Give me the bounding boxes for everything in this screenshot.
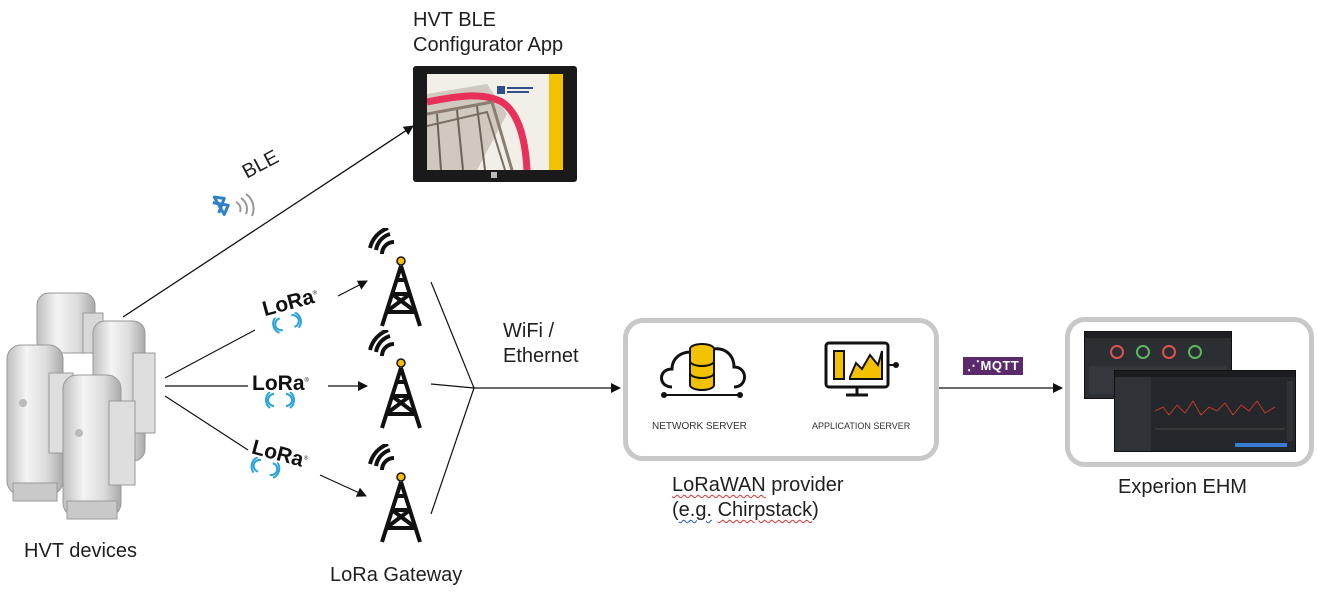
mqtt-wave-icon: ⋰ — [967, 358, 981, 373]
provider-word-chirpstack: Chirpstack — [717, 499, 813, 521]
lorawan-provider-caption: LoRaWAN provider (e.g. Chirpstack) — [672, 473, 844, 523]
experion-ehm-label: Experion EHM — [1118, 476, 1247, 498]
provider-paren-open: ( — [672, 499, 679, 521]
provider-paren-close: ) — [812, 499, 819, 521]
provider-line1: LoRaWAN provider — [672, 473, 844, 498]
lora-badge-text: LoRa — [252, 372, 305, 395]
network-server-label: NETWORK SERVER — [652, 421, 747, 432]
provider-word-lorawan: LoRaWAN — [672, 474, 766, 496]
lora-wave-icon — [265, 392, 295, 409]
pipeline-photo — [427, 74, 563, 170]
dashboard-trend — [1115, 371, 1295, 451]
provider-line2: (e.g. Chirpstack) — [672, 498, 844, 523]
ethernet-label: Ethernet — [503, 345, 579, 367]
provider-word-provider: provider — [765, 474, 844, 496]
tablet-home-button — [491, 172, 497, 178]
tower-junction-line-bottom — [430, 387, 475, 515]
lora-tower-arrow-bottom — [319, 474, 367, 497]
tower-junction-line-top — [430, 281, 475, 389]
tablet-screen — [427, 74, 563, 170]
lorawan-provider-box: NETWORK SERVER APPLICATION SERVER — [623, 318, 939, 461]
app-title: HVT BLE Configurator App — [413, 8, 563, 58]
cell-tower-icon — [368, 330, 422, 429]
wifi-label: WiFi / — [503, 320, 555, 342]
bluetooth-icon — [212, 193, 255, 217]
lora-badge-top: LoRa® — [250, 272, 340, 339]
hvt-devices-illustration — [6, 292, 156, 520]
application-server-label: APPLICATION SERVER — [812, 421, 911, 431]
mqtt-text: MQTT — [980, 358, 1020, 373]
sensor-device — [62, 374, 136, 520]
wifi-ethernet-label: WiFi / Ethernet — [503, 319, 579, 369]
dashboard-screenshot — [1114, 370, 1296, 452]
tablet-screenshot — [413, 66, 577, 182]
provider-word-eg: e.g. — [678, 499, 713, 521]
ble-link-line — [122, 125, 414, 318]
lora-wave-icon — [272, 311, 302, 334]
database-cloud-icon — [660, 343, 746, 398]
mqtt-logo: ⋰MQTT — [963, 357, 1024, 375]
lora-tower-arrow-top — [337, 280, 368, 297]
app-title-line1: HVT BLE — [413, 9, 496, 31]
experion-ehm-box — [1065, 317, 1314, 467]
cell-tower-icon — [368, 444, 422, 543]
lora-gateway-label: LoRa Gateway — [330, 564, 463, 586]
hvt-devices-label: HVT devices — [24, 540, 138, 562]
device-lora-line-top — [164, 329, 256, 379]
cell-tower-icon — [368, 228, 422, 327]
monitor-chart-icon — [824, 341, 899, 397]
tower-junction-line-mid — [430, 383, 475, 389]
device-lora-line-bottom — [164, 395, 249, 451]
lora-badge-mid: LoRa® — [248, 364, 328, 412]
app-title-line2: Configurator App — [413, 34, 564, 56]
lora-badge-bottom: LoRa® — [239, 426, 329, 493]
lora-wave-icon — [250, 456, 281, 479]
